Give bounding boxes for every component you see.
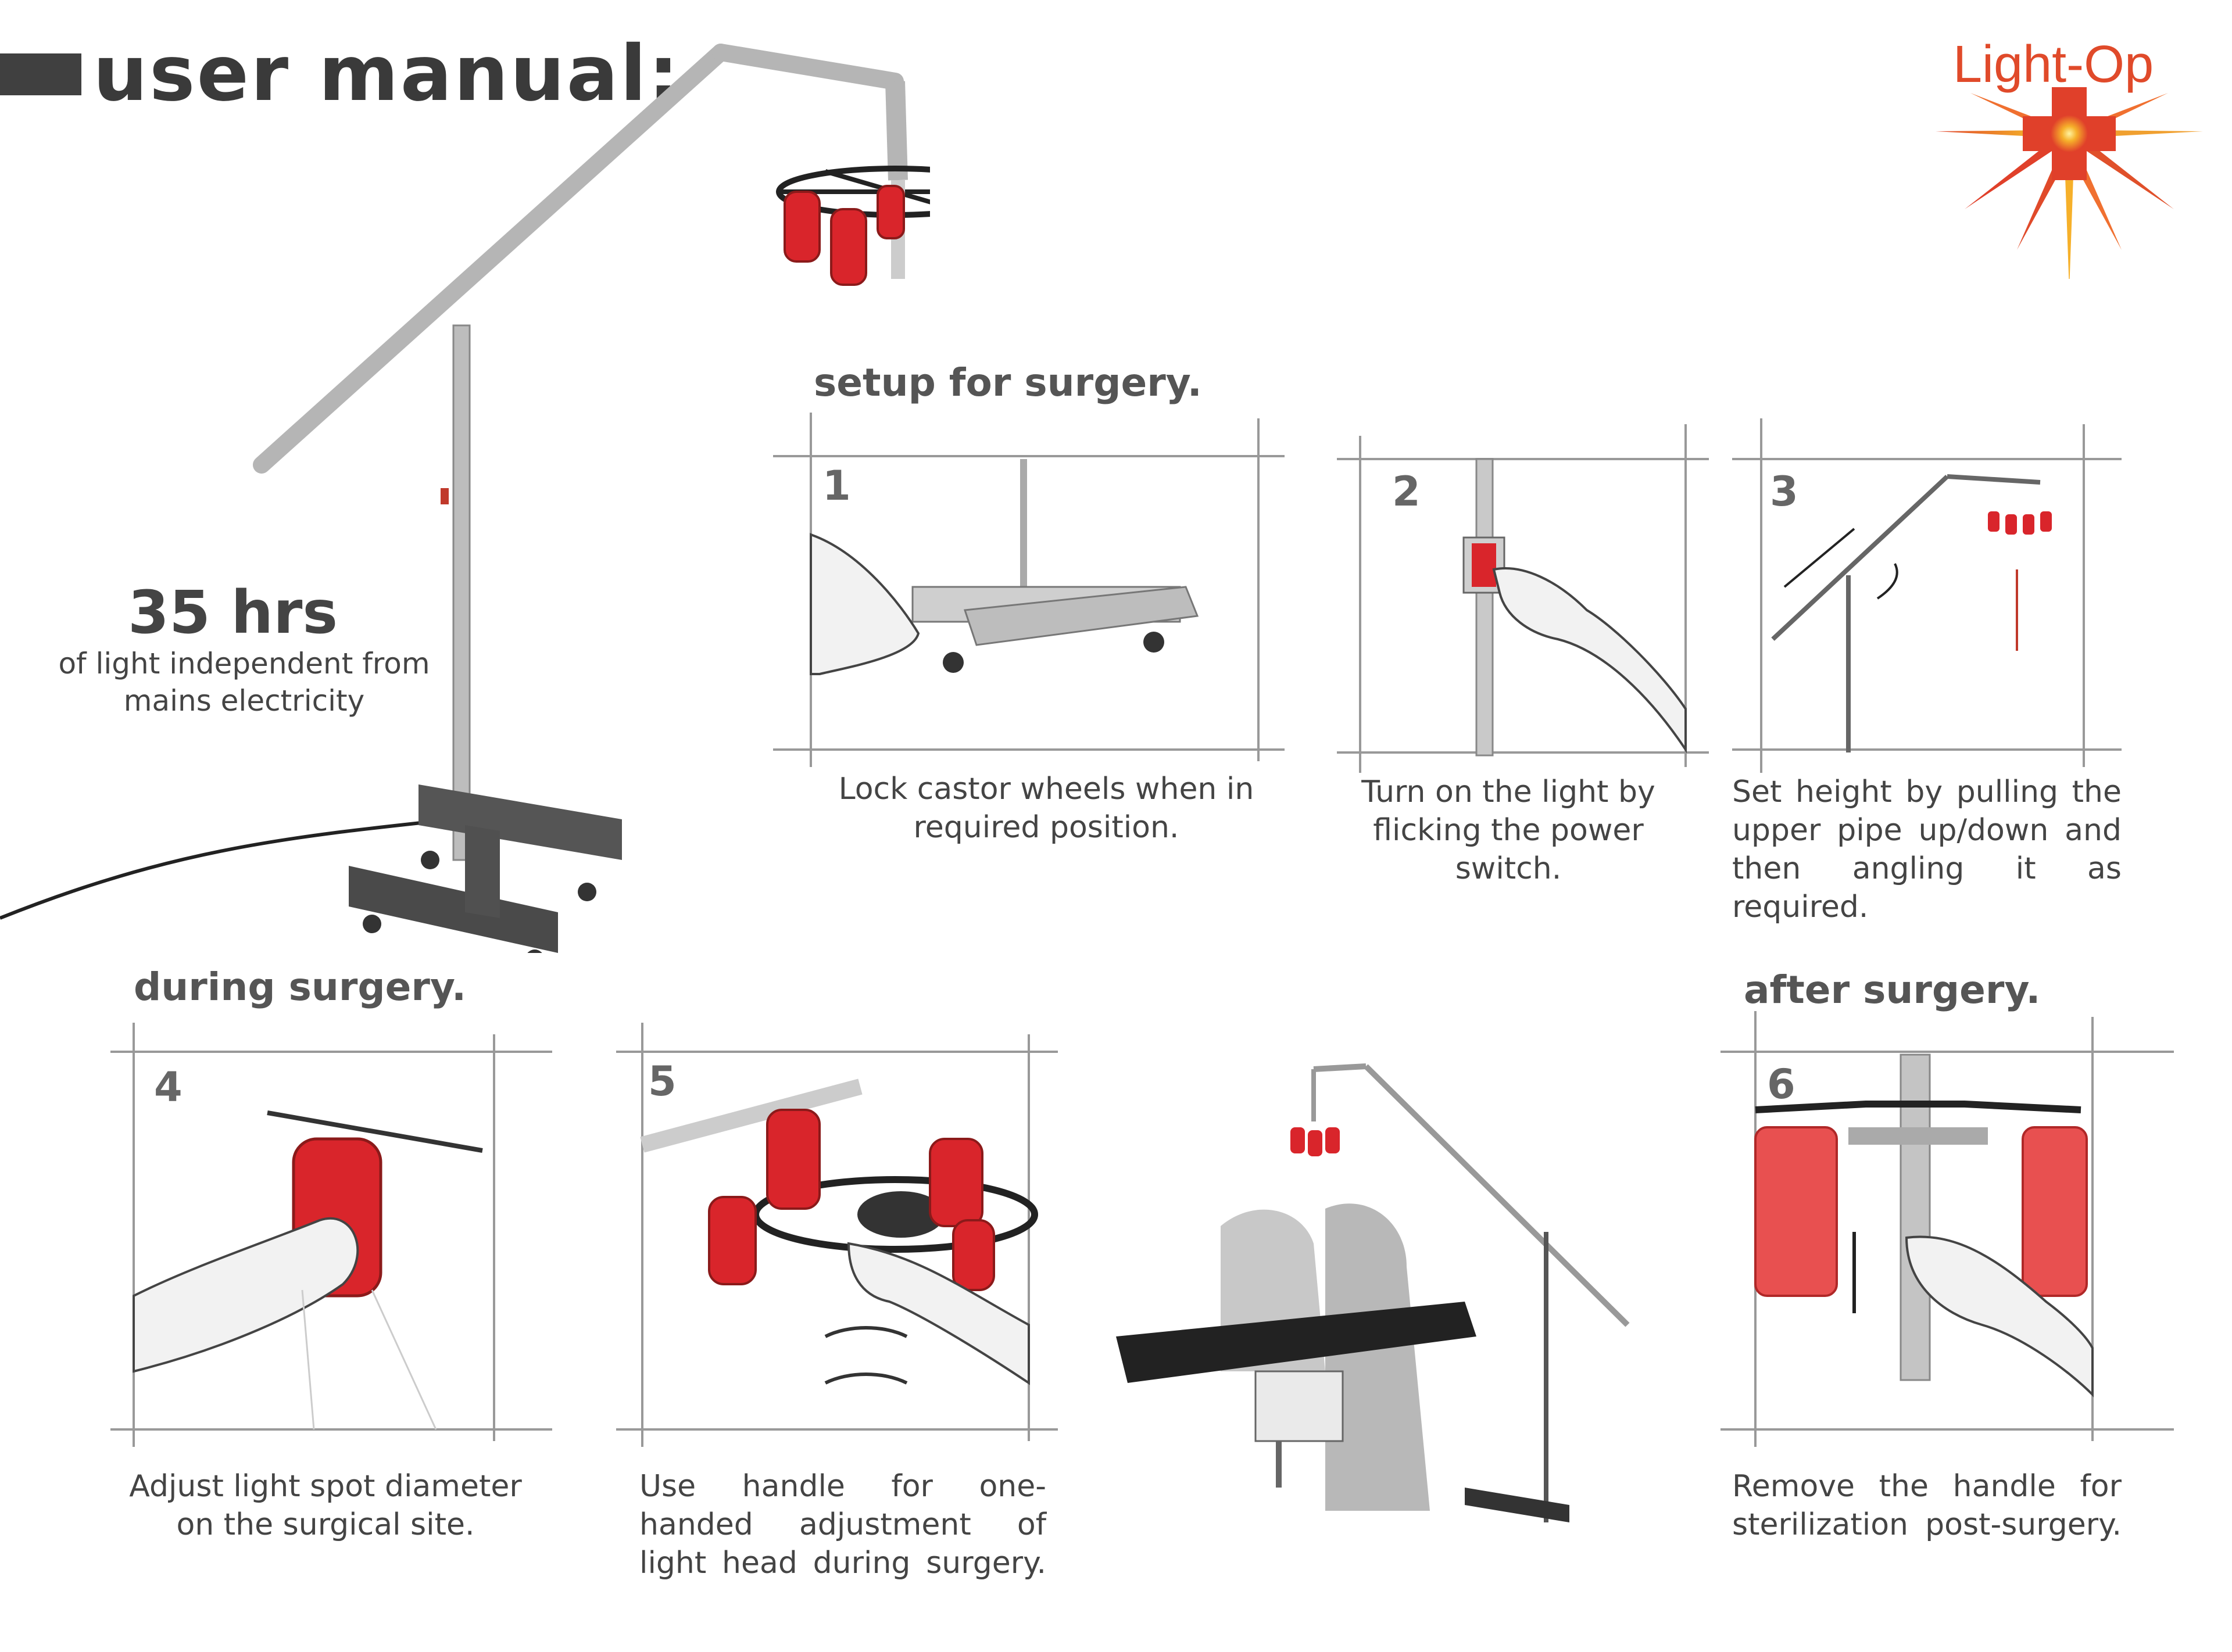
step-4-number: 4: [154, 1063, 183, 1111]
sun-cross-icon: [1936, 87, 2203, 291]
step-4-panel: 4: [110, 1023, 552, 1453]
step-2-caption: Turn on the light by flicking the power …: [1361, 775, 1655, 886]
step-6-panel: 6: [1721, 1011, 2174, 1453]
step-3-panel: 3: [1732, 418, 2133, 779]
step-5-caption: Use handle for one-handed adjustment of …: [639, 1469, 1046, 1581]
brand-logo: Light-Op: [1918, 23, 2220, 291]
operating-scene-illustration: [1104, 1046, 1686, 1540]
title-accent-bar: [0, 53, 81, 95]
step-5-number: 5: [648, 1058, 677, 1105]
step-3-caption: Set height by pulling the upper pipe up/…: [1732, 775, 2122, 924]
step-6-caption: Remove the handle for sterilization post…: [1732, 1469, 2122, 1542]
step-4-caption: Adjust light spot diameter on the surgic…: [129, 1469, 522, 1542]
battery-hours-value: 35 hrs: [128, 578, 338, 647]
section-setup-title: setup for surgery.: [814, 360, 1202, 405]
page-title: user manual:: [93, 29, 681, 119]
step-5-panel: 5: [616, 1023, 1064, 1453]
brand-name: Light-Op: [1953, 35, 2154, 94]
step-1-caption: Lock castor wheels when in required posi…: [838, 772, 1254, 845]
step-6-number: 6: [1767, 1060, 1795, 1108]
step-2-number: 2: [1392, 468, 1421, 515]
step-2-panel: 2: [1337, 418, 1709, 779]
battery-hours-description: of light independent from mains electric…: [58, 647, 430, 718]
section-after-title: after surgery.: [1744, 967, 2041, 1012]
step-1-number: 1: [822, 462, 851, 510]
section-during-title: during surgery.: [134, 965, 467, 1009]
step-3-number: 3: [1770, 468, 1798, 515]
step-1-panel: 1: [773, 413, 1296, 773]
